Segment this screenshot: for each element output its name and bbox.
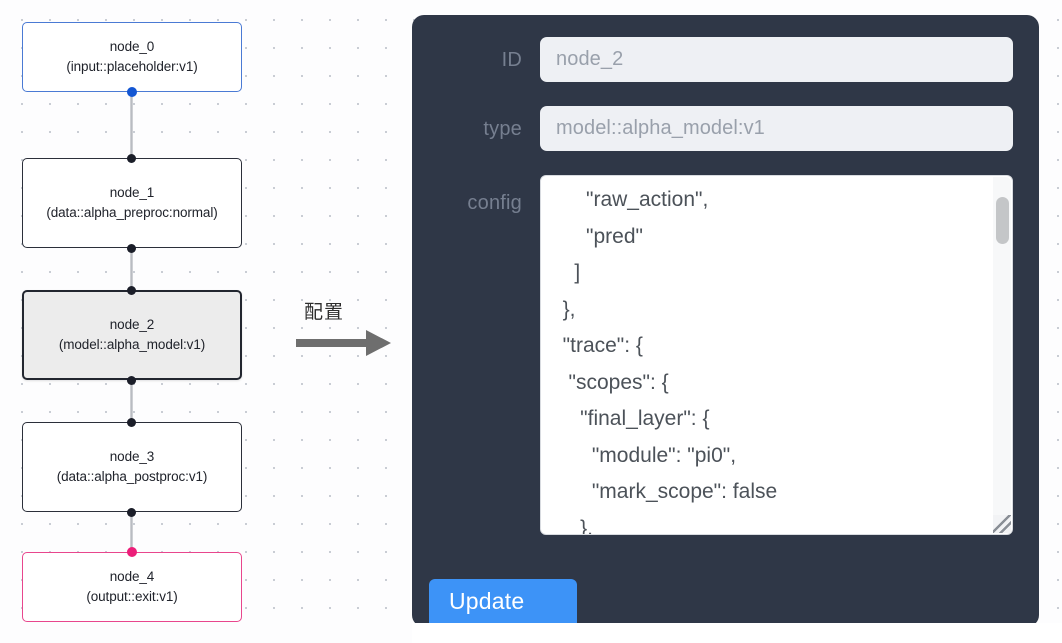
config-textarea-wrap: "raw_action", "pred" ] }, "trace": { "sc… xyxy=(540,175,1013,535)
type-field-label: type xyxy=(483,117,522,140)
port-node_4-input[interactable] xyxy=(126,547,137,557)
graph-node-label: node_0 (input::placeholder:v1) xyxy=(66,39,198,74)
right-arrow-icon xyxy=(296,330,391,356)
field-row-type: type xyxy=(438,106,1013,151)
graph-node-label: node_4 (output::exit:v1) xyxy=(86,569,178,604)
field-row-config: config "raw_action", "pred" ] }, "trace"… xyxy=(438,175,1013,535)
port-node_3-output[interactable] xyxy=(127,507,136,517)
graph-node-label: node_1 (data::alpha_preproc:normal) xyxy=(46,185,218,220)
node-config-panel: ID type config "raw_action", "pred" ] },… xyxy=(412,15,1039,627)
port-node_2-input[interactable] xyxy=(127,285,136,295)
graph-node-node_4[interactable]: node_4 (output::exit:v1) xyxy=(22,552,242,622)
field-row-id: ID xyxy=(438,37,1013,82)
port-node_1-input[interactable] xyxy=(127,153,136,163)
port-node_1-output[interactable] xyxy=(127,243,136,253)
type-input[interactable] xyxy=(540,106,1013,151)
viewport-bottom-edge-left xyxy=(0,623,412,643)
id-input[interactable] xyxy=(540,37,1013,82)
config-field-label: config xyxy=(467,192,522,214)
graph-edges xyxy=(130,92,133,552)
port-node_0-output[interactable] xyxy=(126,87,137,97)
graph-node-node_2[interactable]: node_2 (model::alpha_model:v1) xyxy=(22,290,242,380)
id-field-label: ID xyxy=(501,48,522,71)
graph-node-label: node_3 (data::alpha_postproc:v1) xyxy=(56,449,208,484)
graph-node-label: node_2 (model::alpha_model:v1) xyxy=(58,317,206,352)
graph-node-node_1[interactable]: node_1 (data::alpha_preproc:normal) xyxy=(22,158,242,248)
port-node_3-input[interactable] xyxy=(127,417,136,427)
graph-node-node_3[interactable]: node_3 (data::alpha_postproc:v1) xyxy=(22,422,242,512)
port-node_2-output[interactable] xyxy=(127,375,136,385)
graph-node-node_0[interactable]: node_0 (input::placeholder:v1) xyxy=(22,22,242,92)
pipeline-graph-panel[interactable]: node_0 (input::placeholder:v1) node_1 (d… xyxy=(0,0,290,643)
annotation-group: 配置 xyxy=(296,300,400,360)
annotation-label: 配置 xyxy=(304,301,345,323)
config-textarea[interactable]: "raw_action", "pred" ] }, "trace": { "sc… xyxy=(540,175,1013,535)
update-button[interactable]: Update xyxy=(429,579,577,623)
